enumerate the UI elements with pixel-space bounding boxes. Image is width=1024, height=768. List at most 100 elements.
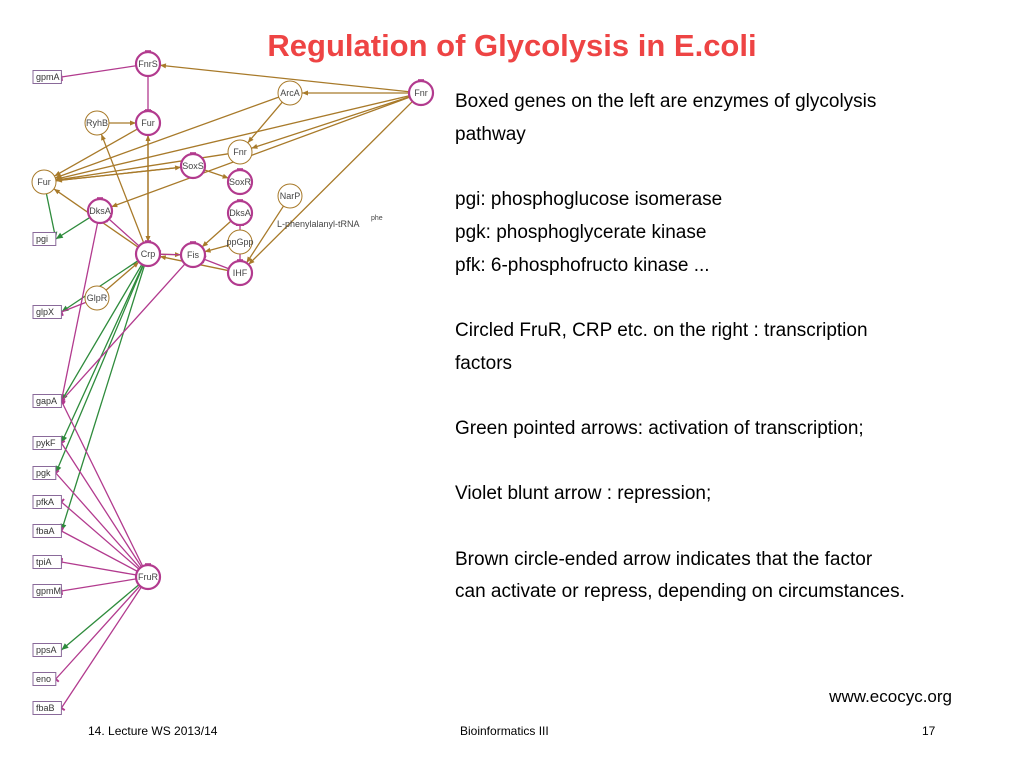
tf-label: NarP: [280, 191, 301, 201]
dual-edge: [109, 120, 136, 126]
tf-label: FruR: [138, 572, 159, 582]
transcription-factor-node[interactable]: Fnr: [407, 79, 435, 107]
tf-label: Fis: [187, 250, 199, 260]
legend-line: pfk: 6-phosphofructo kinase ...: [455, 254, 710, 276]
repression-edge: [57, 263, 186, 405]
tf-label: IHF: [233, 268, 248, 278]
activation-edge: [60, 584, 140, 651]
transcription-factor-node[interactable]: DksA: [226, 199, 254, 227]
gene-box[interactable]: pykF: [32, 436, 62, 450]
repression-edge: [57, 222, 99, 403]
tf-label: RyhB: [86, 118, 108, 128]
dual-edge: [248, 101, 413, 265]
transcription-factor-node[interactable]: Fur: [31, 169, 57, 195]
dual-edge: [204, 169, 229, 179]
transcription-factor-node[interactable]: FnrS: [134, 50, 162, 78]
dual-edge: [145, 135, 151, 242]
repression-edge: [59, 578, 137, 596]
source-url[interactable]: www.ecocyc.org: [829, 687, 952, 706]
gene-box[interactable]: gapA: [32, 394, 62, 408]
tf-label: GlpR: [87, 293, 108, 303]
transcription-factor-node[interactable]: SoxS: [179, 152, 207, 180]
dual-edge: [111, 96, 410, 208]
footer-lecture: 14. Lecture WS 2013/14: [88, 724, 218, 738]
gene-label: gapA: [36, 396, 57, 406]
repression-edge: [59, 557, 137, 576]
tf-label: SoxR: [229, 177, 252, 187]
tf-label: ppGpp: [226, 237, 253, 247]
transcription-factor-node[interactable]: Crp: [134, 240, 162, 268]
gene-label: pfkA: [36, 497, 54, 507]
dual-edge: [100, 133, 145, 244]
transcription-factor-node[interactable]: GlpR: [84, 285, 110, 311]
transcription-factor-node[interactable]: FruR: [134, 563, 162, 591]
legend-line: Brown circle-ended arrow indicates that …: [455, 548, 873, 570]
repression-edge: [57, 586, 142, 712]
gene-box[interactable]: eno: [32, 672, 57, 686]
gene-box[interactable]: gpmA: [32, 70, 62, 84]
gene-box[interactable]: ppsA: [32, 643, 62, 657]
gene-label: fbaB: [36, 703, 55, 713]
gene-box[interactable]: pgk: [32, 466, 57, 480]
transcription-factor-node[interactable]: SoxR: [226, 168, 254, 196]
transcription-factor-node[interactable]: ppGpp: [226, 229, 254, 255]
transcription-factor-node[interactable]: ArcA: [277, 80, 303, 106]
dual-edge: [204, 244, 229, 253]
legend-text: Boxed genes on the left are enzymes of g…: [455, 86, 1015, 609]
dual-edge: [201, 220, 232, 248]
repression-edge: [144, 76, 152, 112]
legend-line: factors: [455, 352, 513, 374]
activation-edge: [55, 216, 91, 240]
repression-edge: [52, 585, 141, 683]
dual-edge: [247, 101, 283, 144]
dual-edge: [55, 95, 410, 181]
dual-edge: [55, 165, 182, 182]
gene-label: glpX: [36, 307, 54, 317]
legend-line: Green pointed arrows: activation of tran…: [455, 417, 864, 439]
gene-box[interactable]: fbaA: [32, 524, 62, 538]
dual-edge: [302, 90, 409, 96]
transcription-factor-node[interactable]: IHF: [226, 259, 254, 287]
tf-label: ArcA: [280, 88, 300, 98]
dual-edge: [245, 205, 285, 264]
dual-edge: [54, 128, 138, 177]
gene-box[interactable]: pfkA: [32, 495, 62, 509]
gene-box[interactable]: fbaB: [32, 701, 62, 715]
transcription-factor-node[interactable]: Fur: [134, 109, 162, 137]
gene-box[interactable]: gpmM: [32, 584, 62, 598]
repression-edge: [105, 215, 140, 247]
trna-superscript: phe: [371, 215, 383, 222]
gene-label: pgk: [36, 468, 51, 478]
gene-box[interactable]: tpiA: [32, 555, 62, 569]
gene-box[interactable]: glpX: [32, 305, 62, 319]
repression-edge: [52, 469, 141, 569]
gene-label: gpmA: [36, 72, 60, 82]
tf-label: Fnr: [233, 147, 247, 157]
transcription-factor-node[interactable]: Fnr: [227, 139, 253, 165]
footer-course: Bioinformatics III: [460, 724, 549, 738]
gene-label: tpiA: [36, 557, 52, 567]
legend-line: Violet blunt arrow : repression;: [455, 483, 712, 505]
gene-label: pykF: [36, 438, 56, 448]
gene-label: ppsA: [36, 645, 57, 655]
gene-label: eno: [36, 674, 51, 684]
transcription-factor-node[interactable]: NarP: [277, 183, 303, 209]
legend-line: pgk: phosphoglycerate kinase: [455, 221, 707, 243]
transcription-factor-node[interactable]: Fis: [179, 241, 207, 269]
gene-boxes: gpmA pgi glpX gapA pykF pgk pfkA fbaA tpiA gpmM pp…: [32, 70, 62, 715]
tf-label: Fur: [37, 177, 51, 187]
tf-label: Fur: [141, 118, 155, 128]
dual-edge: [105, 261, 140, 291]
regulatory-network-diagram: gpmA pgi glpX gapA pykF pgk pfkA fbaA tpiA gpmM pp…: [31, 50, 435, 715]
tf-label: DksA: [89, 206, 111, 216]
dual-edge: [251, 96, 410, 149]
slide-title: Regulation of Glycolysis in E.coli: [267, 28, 757, 63]
tf-label: DksA: [229, 208, 251, 218]
legend-line: Boxed genes on the left are enzymes of g…: [455, 91, 877, 112]
transcription-factor-node[interactable]: RyhB: [84, 110, 110, 136]
repression-edge: [59, 65, 137, 82]
gene-box[interactable]: pgi: [32, 232, 57, 246]
legend-line: pathway: [455, 123, 526, 145]
transcription-factor-node[interactable]: DksA: [86, 197, 114, 225]
